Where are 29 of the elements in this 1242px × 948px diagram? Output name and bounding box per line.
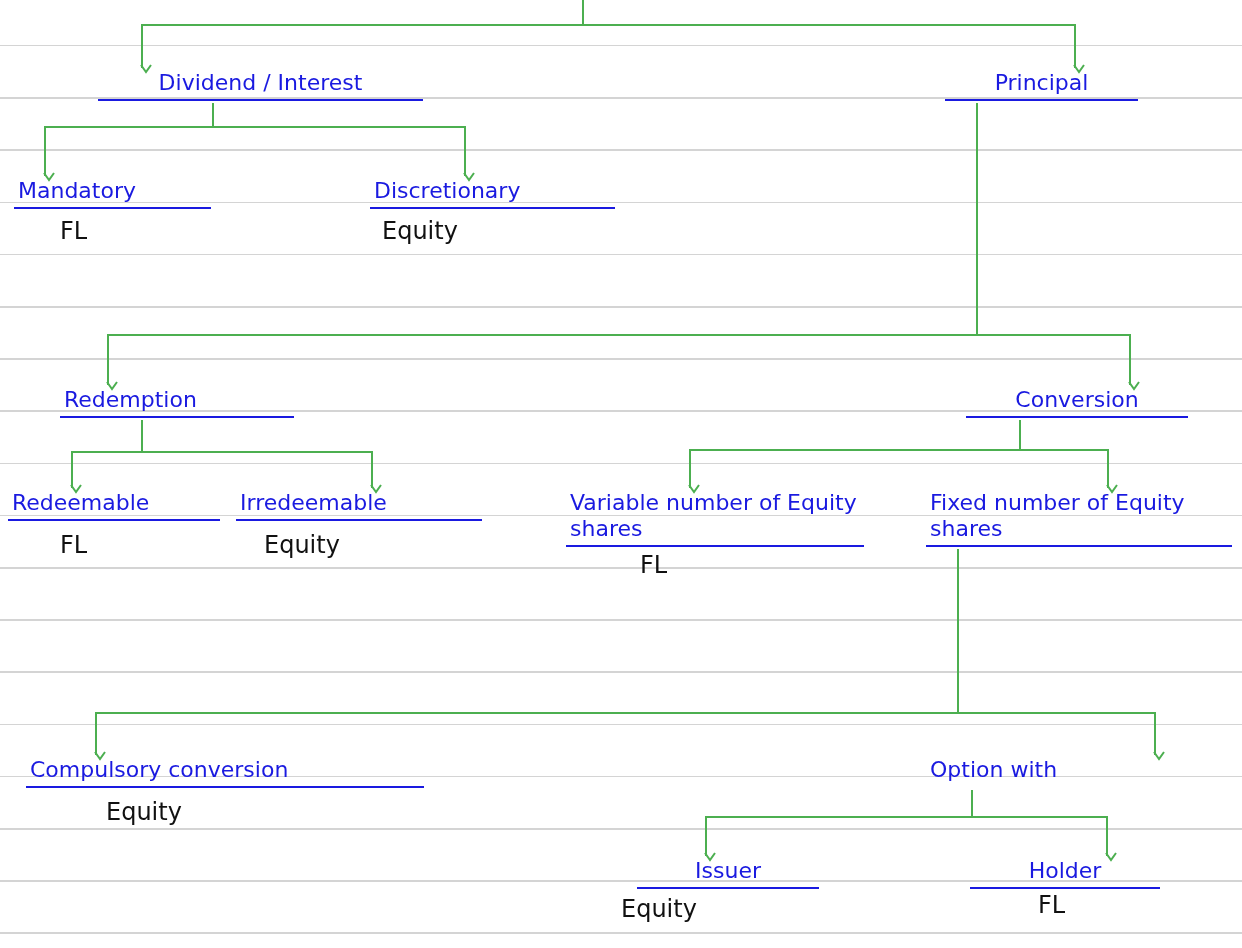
- classification-note: Equity: [382, 217, 458, 245]
- category-heading: Redemption: [60, 385, 294, 418]
- tree-connector-arrow: [957, 548, 1165, 760]
- tree-connector-arrow: [971, 789, 1117, 861]
- category-heading: Variable number of Equity shares: [566, 488, 864, 547]
- tree-connector-arrow: [1019, 419, 1118, 493]
- tree-connector-arrow: [141, 419, 382, 493]
- classification-note: Equity: [621, 895, 697, 923]
- category-heading: Conversion: [966, 385, 1188, 418]
- category-heading: Discretionary: [370, 176, 615, 209]
- category-heading: Holder: [970, 856, 1160, 889]
- tree-connector-arrow: [976, 102, 1140, 390]
- category-heading: Redeemable: [8, 488, 220, 521]
- category-heading: Dividend / Interest: [98, 68, 423, 101]
- category-heading: Fixed number of Equity shares: [926, 488, 1232, 547]
- category-heading: Compulsory conversion: [26, 755, 424, 788]
- category-heading: Irredeemable: [236, 488, 482, 521]
- category-heading: Principal: [945, 68, 1138, 101]
- classification-note: Equity: [264, 531, 340, 559]
- classification-note: FL: [640, 551, 668, 579]
- classification-note: Equity: [106, 798, 182, 826]
- classification-note: FL: [1038, 891, 1066, 919]
- category-heading: Mandatory: [14, 176, 211, 209]
- category-heading: Option with: [929, 756, 1059, 784]
- classification-note: FL: [60, 217, 88, 245]
- tree-connector-arrow: [582, 0, 1085, 73]
- classification-note: FL: [60, 531, 88, 559]
- category-heading: Issuer: [637, 856, 819, 889]
- tree-connector-arrow: [212, 102, 475, 181]
